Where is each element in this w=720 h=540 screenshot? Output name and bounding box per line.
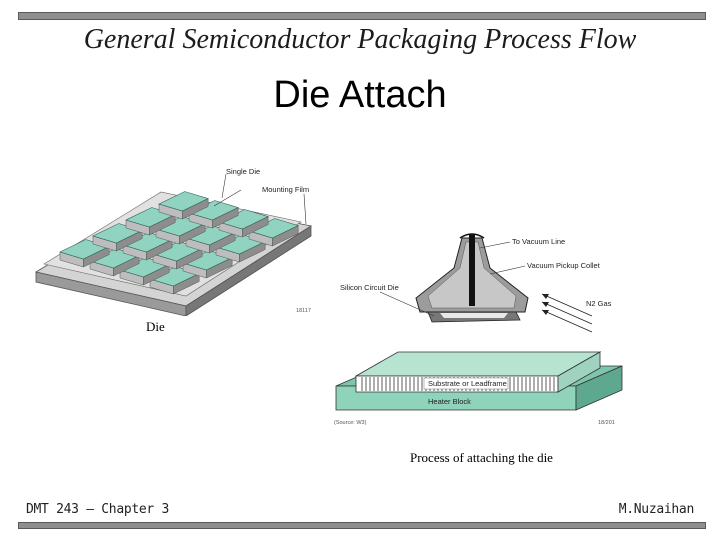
die-labels: Single Die Mounting Film 18117 [213, 167, 311, 314]
mounting-film-label: Mounting Film [262, 185, 309, 194]
die-grid [59, 191, 299, 295]
attach-figure-code: 18/201 [598, 420, 615, 426]
process-caption: Process of attaching the die [410, 450, 553, 465]
die-caption: Die [146, 319, 165, 334]
die-figure-code: 18117 [296, 308, 311, 314]
pickup-collet-label: Vacuum Pickup Collet [527, 261, 601, 270]
substrate [354, 351, 602, 393]
die-top [158, 191, 209, 212]
slide-title: Die Attach [273, 74, 447, 116]
die-array-diagram: Single Die Mounting Film 18117 [34, 167, 313, 316]
heater-label: Heater Block [428, 397, 471, 406]
vacuum-collet [415, 233, 529, 313]
heater-block-diagram: Substrate or Leadframe Heater Block (Sou… [334, 351, 623, 426]
circuit-die-label: Silicon Circuit Die [340, 283, 399, 292]
n2-gas-arrows [541, 293, 593, 333]
footer-course: DMT 243 – Chapter 3 [26, 502, 170, 517]
vacuum-line-label: To Vacuum Line [512, 237, 565, 246]
source-note: (Source: W3) [334, 420, 367, 426]
silicon-die [427, 311, 521, 323]
bottom-rule [18, 522, 706, 529]
header-title: General Semiconductor Packaging Process … [83, 24, 637, 55]
pickup-collet-diagram: To Vacuum Line Vacuum Pickup Collet Sili… [340, 233, 612, 333]
substrate-label: Substrate or Leadframe [428, 379, 507, 388]
n2-gas-label: N2 Gas [586, 299, 612, 308]
top-rule [18, 12, 706, 20]
collet-labels: To Vacuum Line Vacuum Pickup Collet Sili… [340, 237, 612, 317]
footer-author: M.Nuzaihan [618, 502, 695, 517]
single-die-label: Single Die [226, 167, 260, 176]
